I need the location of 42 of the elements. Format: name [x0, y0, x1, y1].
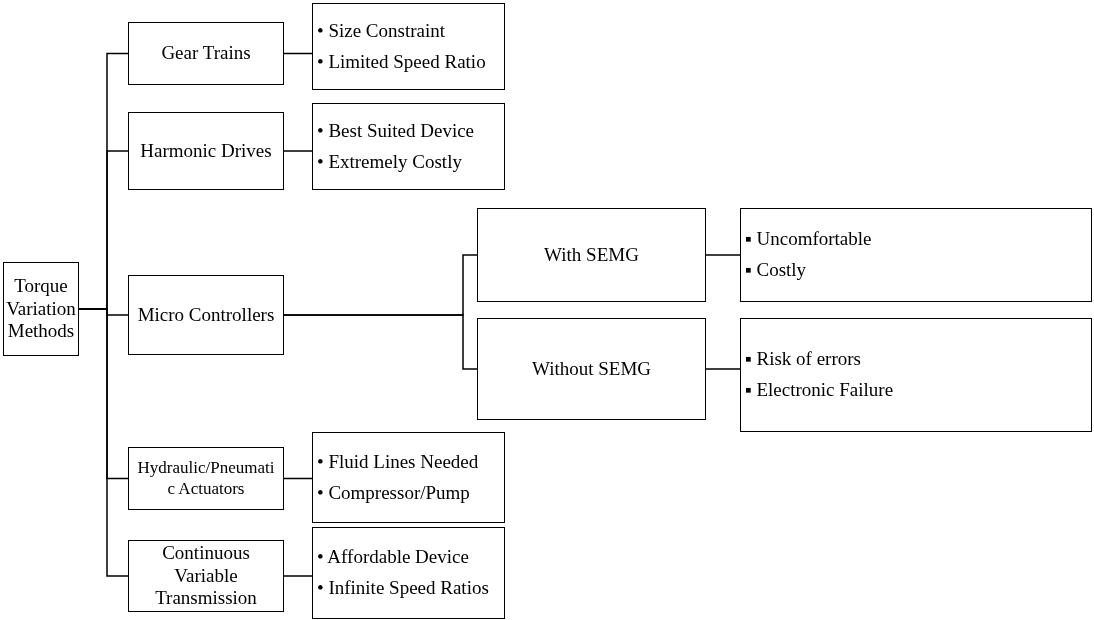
category-box — [128, 540, 284, 612]
bullet-item: • Best Suited Device — [317, 119, 475, 143]
list-box — [740, 318, 1092, 432]
bullet-item: ▪ Risk of errors — [745, 348, 861, 371]
node-label: Micro Controllers — [137, 303, 275, 327]
connector-line — [283, 150, 313, 152]
category-box — [128, 112, 284, 190]
bullet-item: ▪ Costly — [745, 259, 807, 282]
connector-line — [705, 254, 741, 256]
connector-line — [78, 308, 129, 577]
category-box — [477, 318, 706, 420]
node-label: Hydraulic/Pneumati c Actuators — [136, 458, 276, 499]
list-box — [312, 3, 505, 90]
category-box — [128, 275, 284, 355]
category-box — [3, 262, 79, 356]
connector-line — [283, 477, 313, 480]
node-label: With SEMG — [544, 243, 639, 267]
bullet-item: • Infinite Speed Ratios — [317, 577, 489, 600]
list-box — [312, 432, 505, 523]
bullet-item: • Size Constraint — [317, 19, 446, 43]
connector-line — [705, 368, 741, 370]
bullet-item: ▪ Electronic Failure — [745, 379, 894, 402]
node-label: Torque Variation Methods — [5, 274, 77, 344]
node-label: Gear Trains — [161, 42, 251, 65]
bullet-item: • Compressor/Pump — [317, 481, 470, 505]
node-label: Harmonic Drives — [140, 139, 272, 163]
connector-line — [283, 314, 478, 370]
bullet-item: • Affordable Device — [317, 546, 469, 569]
connector-line — [283, 575, 313, 577]
bullet-item: • Extremely Costly — [317, 150, 462, 174]
list-box — [312, 527, 505, 619]
bullet-item: • Fluid Lines Needed — [317, 450, 479, 474]
category-box — [477, 208, 706, 302]
node-label: Without SEMG — [531, 357, 651, 381]
list-box — [740, 208, 1092, 302]
connector-line — [283, 52, 313, 55]
category-box — [128, 22, 284, 85]
bullet-item: • Limited Speed Ratio — [317, 50, 486, 74]
list-box — [312, 103, 505, 190]
category-box — [128, 447, 284, 510]
node-label: Continuous Variable Transmission — [154, 541, 258, 611]
bullet-item: ▪ Uncomfortable — [745, 228, 872, 251]
